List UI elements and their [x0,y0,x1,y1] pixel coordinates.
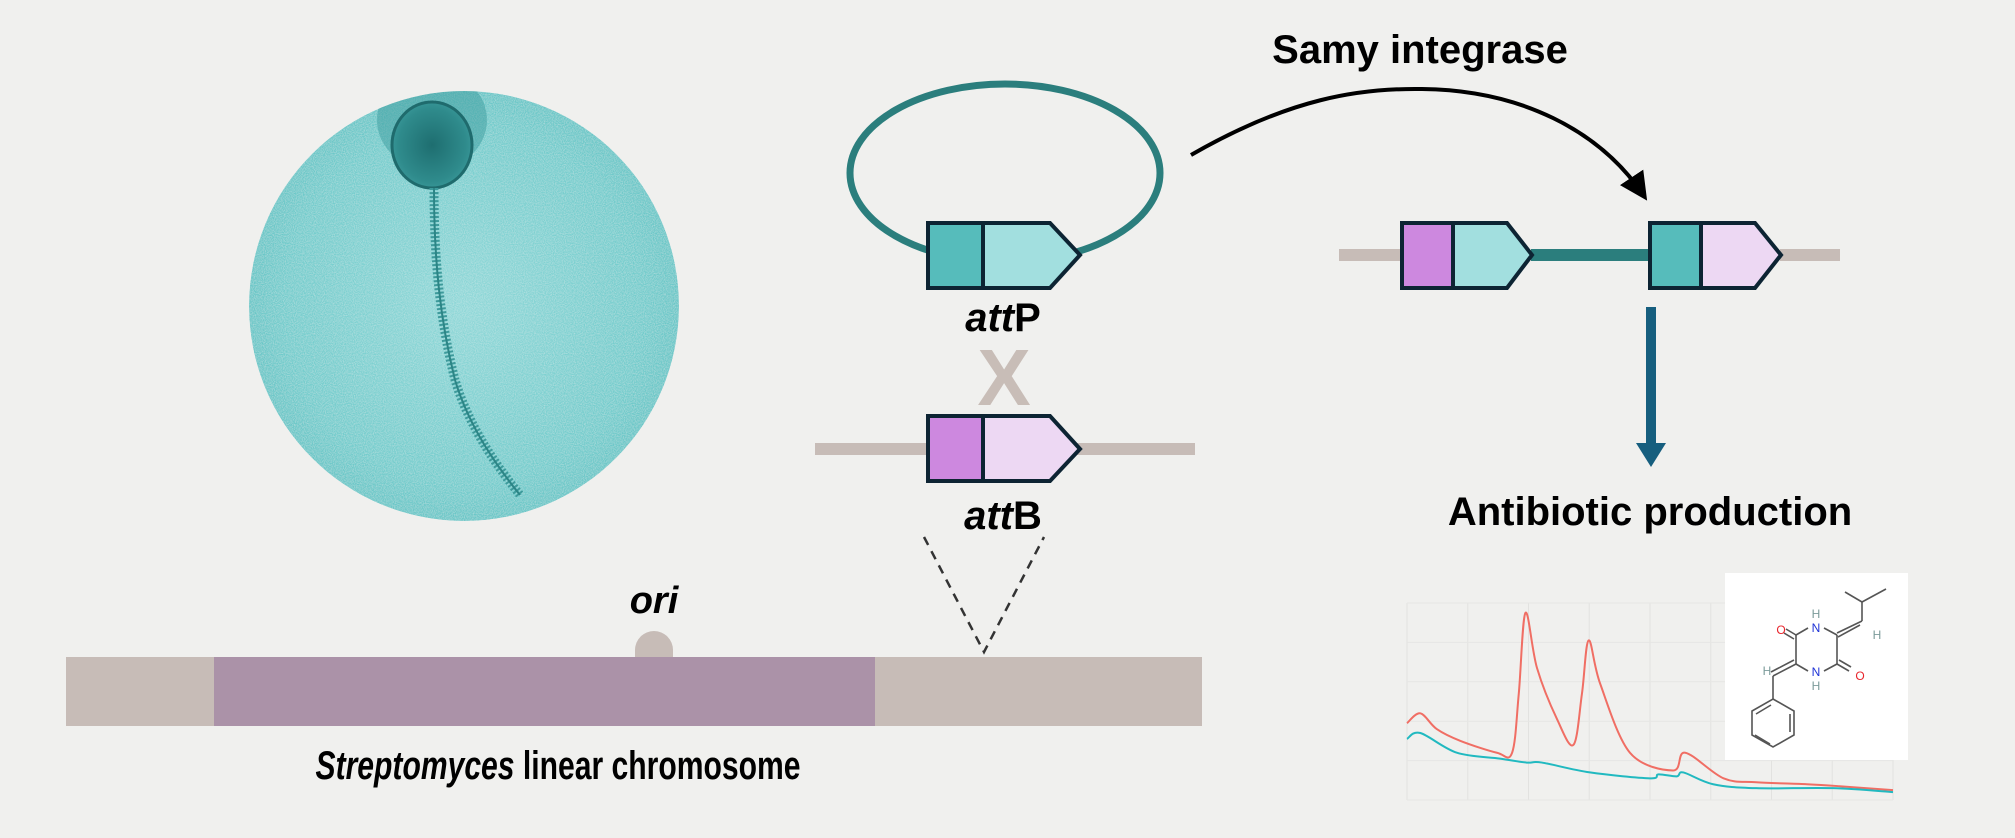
atom-oxygen: O [1855,669,1864,683]
attP-site [926,221,1083,290]
production-label: Antibiotic production [1448,490,1852,534]
integrated-locus [1339,221,1840,290]
chromosome-core [214,657,875,726]
chromosome-left-arm [66,657,214,726]
attL-core [1400,221,1455,290]
molecule-card [1725,573,1908,760]
phage-micrograph [249,91,679,521]
chart-gridlines [1406,602,1894,801]
production-arrow [1636,307,1666,467]
molecule-structure: O O N N H H H H [1725,573,1908,760]
attL-site [1400,221,1535,290]
zoom-indicator-lines [922,536,1046,655]
attB-site-group: attB [815,414,1195,538]
atom-hydrogen: H [1812,607,1821,621]
attR-site [1648,221,1784,290]
chart-line-sample [1406,611,1894,792]
chart-line-control [1406,731,1894,794]
atom-nitrogen: N [1812,665,1821,679]
attB-core [926,414,985,483]
molecule-atoms: O O N N H H H H [1763,607,1882,693]
atom-hydrogen: H [1763,664,1772,678]
host-dna-right [1780,249,1840,261]
attL-arm [1451,221,1535,290]
atom-nitrogen: N [1812,621,1821,635]
phage-plasmid: attP [846,80,1164,340]
chromosome: ori Streptomyces linear chromosome [66,580,1202,788]
attR-core [1648,221,1703,290]
chromosome-right-arm [875,657,1202,726]
attR-arm [1699,221,1784,290]
host-dna-left [1339,249,1403,261]
attP-label: attP [965,296,1041,340]
prophage-dna [1531,249,1651,261]
integrase-arrow [1190,86,1648,201]
attB-arm [981,414,1083,483]
chromatogram-chart [1406,602,1894,801]
attB-label: attB [964,494,1042,538]
attP-core [926,221,985,290]
chromosome-label: Streptomyces linear chromosome [316,744,801,788]
molecule-bonds [1751,588,1887,748]
crossover-mark: X [977,333,1030,422]
chart-series [1406,611,1894,794]
atom-oxygen: O [1776,623,1785,637]
ori-bump [635,631,673,657]
phage-capsid [390,100,474,190]
atom-hydrogen: H [1812,679,1821,693]
ori-label: ori [630,580,680,622]
attP-arm [981,221,1083,290]
integrase-label: Samy integrase [1272,28,1568,72]
atom-hydrogen: H [1873,628,1882,642]
